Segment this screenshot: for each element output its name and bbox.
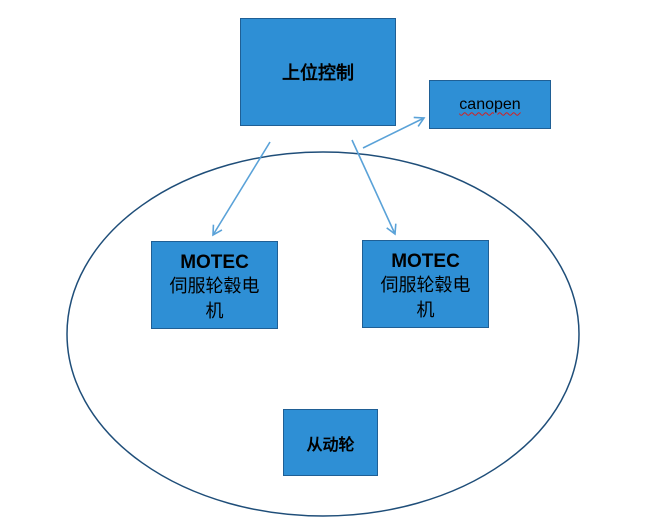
right-servo-motor-box: MOTEC 伺服轮毂电机 bbox=[362, 240, 489, 328]
right-motor-brand: MOTEC bbox=[391, 251, 460, 272]
passive-wheel-label: 从动轮 bbox=[306, 434, 355, 454]
master-control-label: 上位控制 bbox=[282, 63, 354, 84]
master-control-box: 上位控制 bbox=[240, 18, 396, 126]
left-motor-brand: MOTEC bbox=[180, 252, 249, 273]
canopen-box: canopen bbox=[429, 80, 551, 129]
canopen-label: canopen bbox=[459, 95, 521, 113]
arrow-master-to-left-motor bbox=[212, 141, 271, 237]
arrow-master-to-canopen bbox=[362, 116, 426, 149]
left-motor-description: 伺服轮毂电机 bbox=[169, 276, 260, 322]
arrow-master-to-right-motor bbox=[351, 139, 397, 236]
left-servo-motor-box: MOTEC 伺服轮毂电机 bbox=[151, 241, 278, 329]
passive-wheel-box: 从动轮 bbox=[283, 409, 378, 476]
drive-system-ellipse bbox=[66, 151, 580, 517]
right-motor-description: 伺服轮毂电机 bbox=[380, 275, 471, 321]
